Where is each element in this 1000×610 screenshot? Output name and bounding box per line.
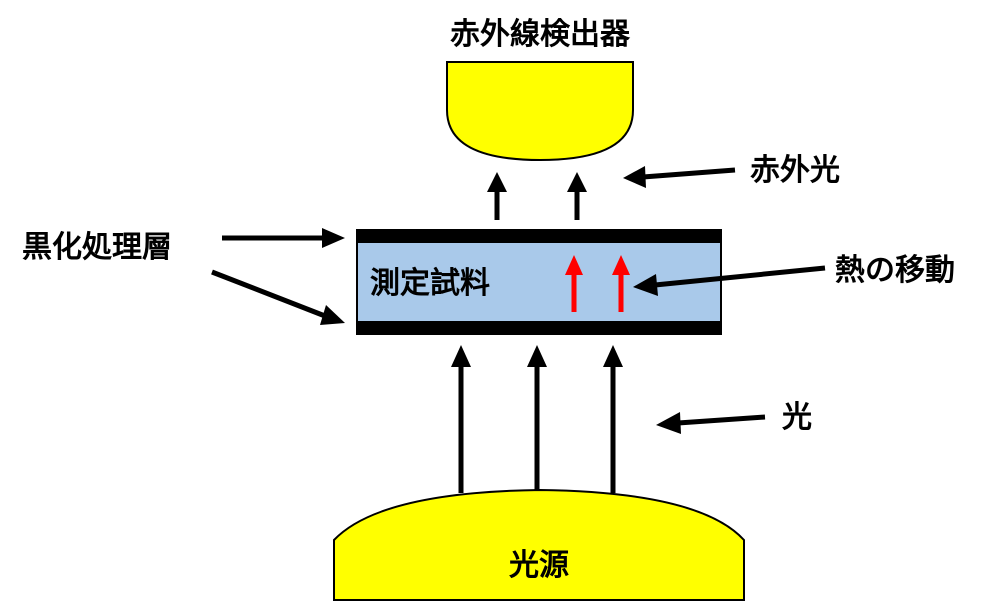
heat-arrow-right <box>612 255 630 312</box>
heat-arrow-left <box>565 255 583 312</box>
infrared-light-label: 赤外光 <box>750 153 840 188</box>
heat-transfer-label: 熱の移動 <box>835 253 955 288</box>
sample-label: 測定試料 <box>370 266 490 301</box>
blackened-layer-pointer-top <box>222 228 345 248</box>
blackened-layer-top <box>357 230 721 243</box>
infrared-arrow-right <box>567 172 587 220</box>
blackened-layer-pointer-bottom <box>211 269 345 325</box>
heat-transfer-pointer-arrow <box>633 265 826 296</box>
light-source-label: 光源 <box>509 548 569 583</box>
light-arrow-right <box>603 345 623 493</box>
detector-label: 赤外線検出器 <box>450 17 631 52</box>
blackened-layer-label: 黒化処理層 <box>22 230 172 265</box>
light-arrow-center <box>527 345 547 493</box>
light-arrow-left <box>451 345 471 493</box>
blackened-layer-bottom <box>357 321 721 334</box>
infrared-light-pointer-arrow <box>623 166 736 188</box>
infrared-detector-shape <box>446 61 634 162</box>
light-source-shape <box>333 488 745 601</box>
light-label: 光 <box>782 400 812 435</box>
infrared-arrow-left <box>487 172 507 220</box>
light-pointer-arrow <box>656 412 766 434</box>
